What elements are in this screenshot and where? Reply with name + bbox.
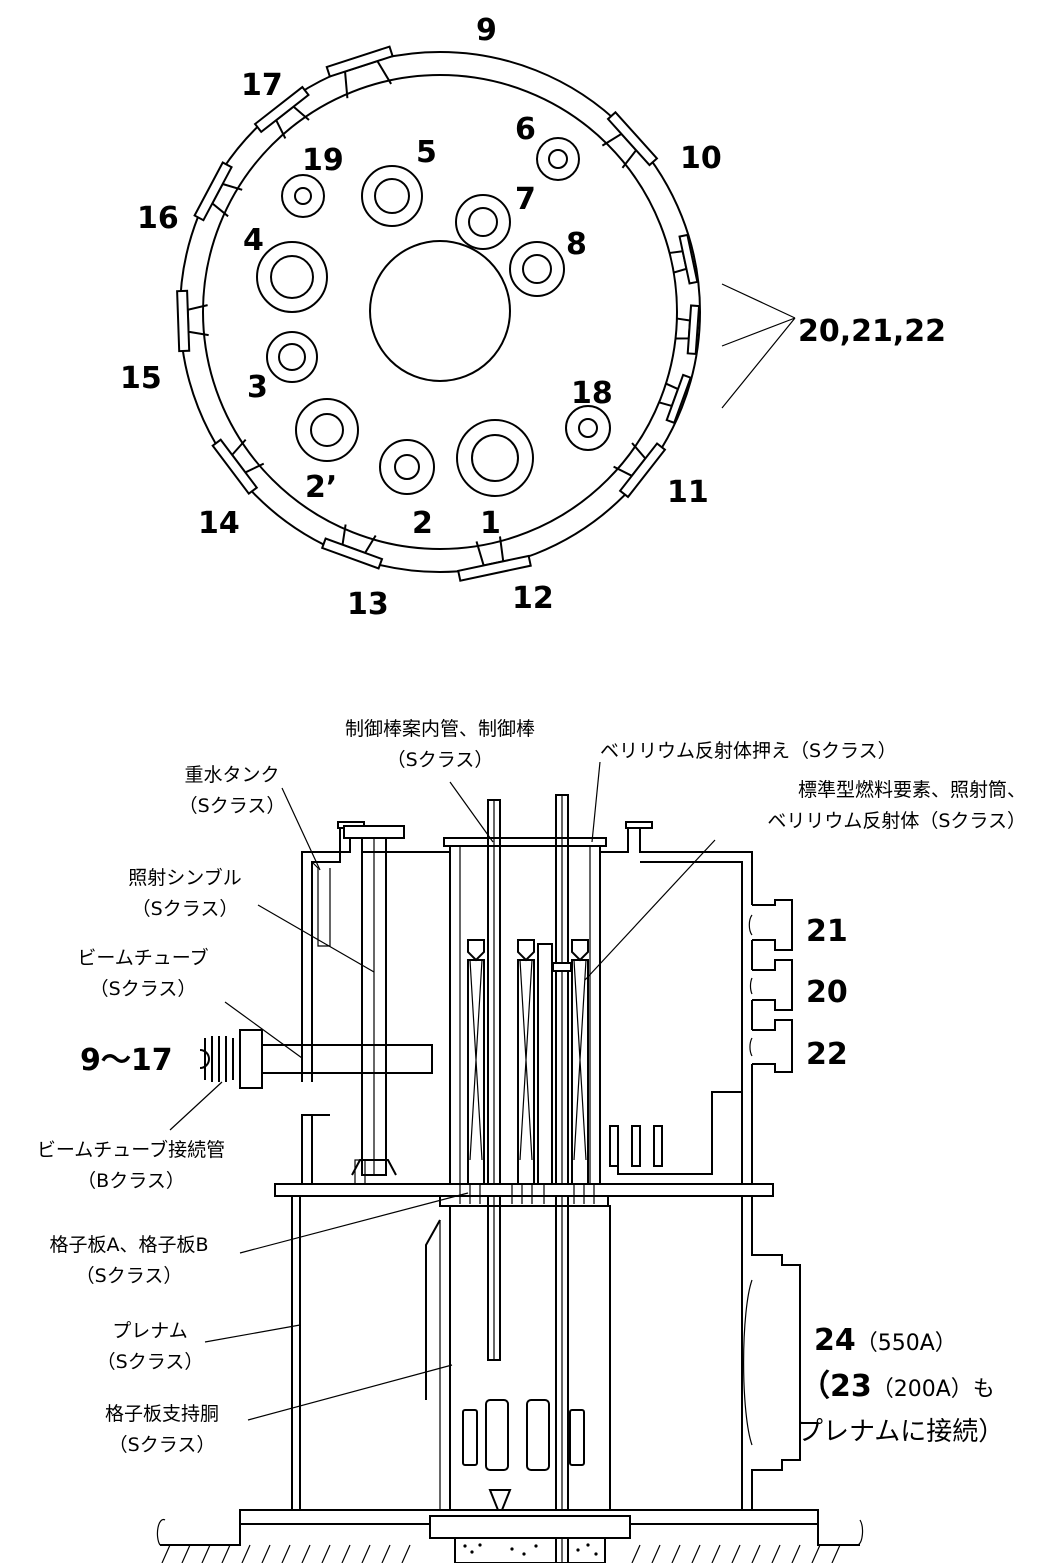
nozzle-12 — [457, 536, 532, 582]
label-heavy-water-tank: 重水タンク — [184, 764, 279, 786]
leader-20-21-22 — [721, 283, 796, 409]
nozzle-16 — [193, 161, 243, 222]
label-h3: 3 — [247, 370, 268, 405]
right-nozzles — [748, 899, 793, 1073]
label-n14: 14 — [198, 506, 240, 541]
label-n20-21-22: 20,21,22 — [798, 314, 946, 349]
nozzle-13 — [320, 524, 384, 570]
label-n16: 16 — [137, 201, 179, 236]
label-h19: 19 — [302, 143, 344, 178]
nozzle-21 — [675, 304, 701, 356]
nozzle-15 — [176, 289, 209, 353]
label-section-21: 21 — [806, 914, 848, 949]
top-view: 9 10 11 12 13 14 15 16 17 20,21,22 1 2 2… — [120, 13, 946, 622]
label-h2: 2 — [412, 506, 433, 541]
hole-2prime — [295, 398, 359, 462]
label-n12: 12 — [512, 581, 554, 616]
label-beryllium-reflector: ベリリウム反射体（Sクラス） — [767, 810, 1026, 832]
label-n9: 9 — [476, 13, 497, 48]
nozzle-20 — [669, 233, 699, 285]
label-section-22: 22 — [806, 1037, 848, 1072]
plenum — [291, 1196, 801, 1510]
label-beryllium-holder: ベリリウム反射体押え（Sクラス） — [600, 740, 897, 762]
label-beam-tube-connector-class: （Bクラス） — [77, 1170, 185, 1192]
label-beam-tube: ビームチューブ — [77, 946, 208, 969]
label-beam-tube-class: （Sクラス） — [90, 978, 197, 1000]
nozzle-11 — [613, 442, 667, 499]
hole-19 — [281, 174, 325, 218]
label-beam-tube-connector: ビームチューブ接続管 — [37, 1138, 225, 1161]
hole-8 — [509, 241, 565, 297]
nozzle-17 — [253, 85, 310, 139]
hole-5 — [361, 165, 423, 227]
nozzle-9 — [325, 45, 394, 99]
nozzle-14 — [211, 438, 265, 496]
hole-2 — [379, 439, 435, 495]
label-h1: 1 — [480, 506, 501, 541]
section-view: 制御棒案内管、制御棒 （Sクラス） 重水タンク （Sクラス） 照射シンブル （S… — [37, 718, 1026, 1563]
hole-7 — [455, 194, 511, 250]
nozzle-22 — [659, 373, 692, 425]
label-grid-plate: 格子板A、格子板B — [49, 1234, 208, 1256]
label-heavy-water-tank-class: （Sクラス） — [179, 795, 286, 817]
label-h7: 7 — [515, 182, 536, 217]
grid-plate — [274, 1091, 774, 1207]
label-h4: 4 — [243, 223, 264, 258]
hole-6 — [536, 137, 580, 181]
control-rods — [487, 794, 572, 1563]
hole-3 — [266, 331, 318, 383]
tank-inner-shell — [202, 74, 678, 550]
beam-tube — [239, 1044, 433, 1074]
label-n23: （23（200A）も — [800, 1369, 995, 1404]
core-circle — [369, 240, 511, 382]
label-section-20: 20 — [806, 975, 848, 1010]
label-h8: 8 — [566, 227, 587, 262]
label-n17: 17 — [241, 68, 283, 103]
label-grid-support: 格子板支持胴 — [105, 1403, 219, 1425]
label-n24: 24（550A） — [814, 1323, 957, 1358]
label-beam-range: 9～17 — [80, 1043, 173, 1078]
hole-1 — [456, 419, 534, 497]
label-h2prime: 2’ — [305, 470, 337, 505]
nozzle-10 — [601, 110, 659, 169]
label-plenum-class: （Sクラス） — [97, 1351, 204, 1373]
leader-lines — [169, 761, 716, 1421]
label-control-rod-guide: 制御棒案内管、制御棒 — [345, 718, 535, 740]
fuel-elements — [467, 939, 589, 1186]
label-n10: 10 — [680, 141, 722, 176]
label-grid-plate-class: （Sクラス） — [76, 1265, 183, 1287]
hole-4 — [256, 241, 328, 313]
hole-18 — [565, 405, 611, 451]
label-grid-support-class: （Sクラス） — [109, 1434, 216, 1456]
label-h5: 5 — [416, 135, 437, 170]
label-n11: 11 — [667, 475, 709, 510]
label-irradiation-thimble-class: （Sクラス） — [132, 898, 239, 920]
label-h18: 18 — [571, 376, 613, 411]
label-plenum: プレナム — [112, 1320, 187, 1342]
label-n15: 15 — [120, 361, 162, 396]
label-h6: 6 — [515, 112, 536, 147]
label-irradiation-thimble: 照射シンブル — [128, 866, 241, 889]
label-fuel-element: 標準型燃料要素、照射筒、 — [798, 779, 1026, 801]
label-n23-tail: プレナムに接続） — [797, 1417, 1004, 1447]
label-control-rod-class: （Sクラス） — [387, 749, 494, 771]
label-n13: 13 — [347, 587, 389, 622]
heavy-water-tank — [301, 826, 753, 1185]
